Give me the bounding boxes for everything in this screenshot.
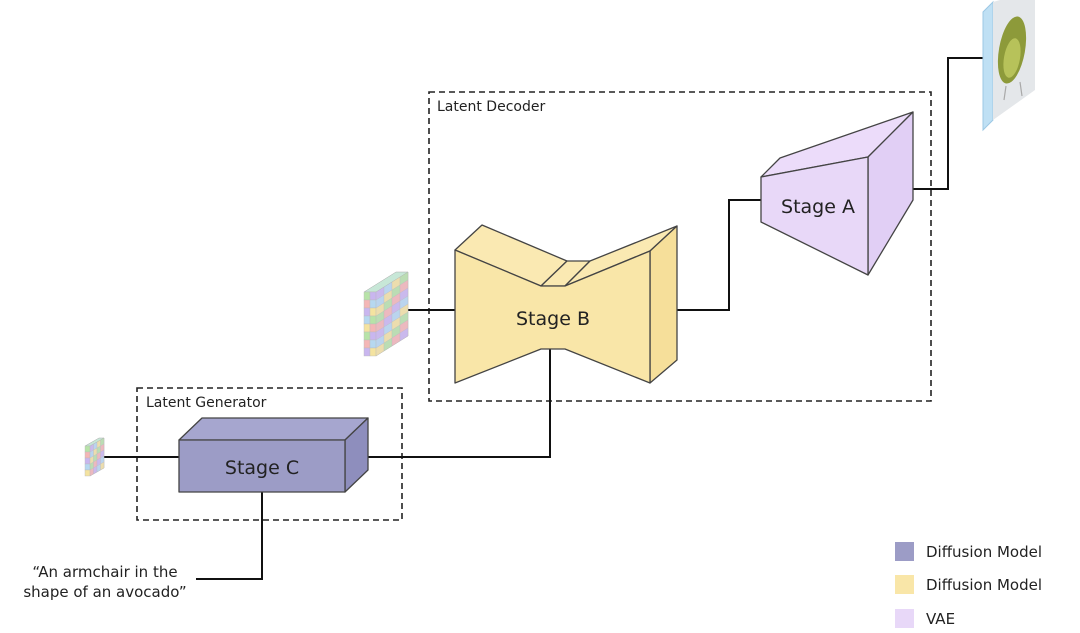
stage-a-label: Stage A: [781, 196, 855, 218]
latent-tile: [84, 451, 91, 459]
latent-tile: [369, 299, 377, 309]
stage-c-block: Stage C: [178, 417, 369, 493]
latent-generator-border: [136, 387, 403, 521]
latent-tile: [363, 299, 371, 309]
output-image-edge: [982, 0, 994, 132]
stage-a-block: Stage A: [760, 111, 914, 276]
latent-tile: [369, 291, 377, 301]
latent-tile: [369, 323, 377, 333]
latent-decoder-label: Latent Decoder: [437, 99, 545, 115]
latent-tile: [363, 307, 371, 317]
legend-label-diffusion-b: Diffusion Model: [926, 576, 1042, 594]
stage-c-front-face: [178, 439, 346, 493]
latent-tile: [363, 291, 371, 301]
latent-tile: [369, 315, 377, 325]
chair-leg: [1019, 81, 1023, 97]
latent-tile: [363, 339, 371, 349]
latent-side-tile: [399, 327, 409, 342]
latent-grid-small: [84, 437, 105, 477]
latent-generator-group: Latent Generator: [136, 387, 403, 521]
latent-decoder-border: [428, 91, 932, 402]
avocado-chair-seat: [1003, 38, 1021, 78]
legend-swatch-vae: [895, 609, 914, 628]
legend-swatch-diffusion-c: [895, 542, 914, 561]
latent-tile: [363, 331, 371, 341]
legend-label-vae: VAE: [926, 610, 955, 628]
latent-generator-label: Latent Generator: [146, 395, 267, 411]
stage-c-label: Stage C: [225, 457, 299, 479]
latent-grid-large: [363, 271, 409, 357]
edge-stage-a-to-output: [895, 57, 983, 190]
legend: Diffusion Model Diffusion Model VAE: [895, 542, 1042, 628]
prompt-text-line-1: “An armchair in the: [32, 563, 177, 581]
latent-tile: [363, 323, 371, 333]
edge-prompt-to-stage-c: [196, 492, 263, 580]
latent-tile: [84, 469, 91, 477]
latent-decoder-group: Latent Decoder: [428, 91, 932, 402]
prompt-text-line-2: shape of an avocado”: [23, 583, 186, 601]
stage-c-top-face: [178, 417, 369, 441]
legend-label-diffusion-c: Diffusion Model: [926, 543, 1042, 561]
chair-leg: [1003, 85, 1007, 101]
latent-tile: [369, 339, 377, 349]
stage-b-side-face: [649, 225, 678, 384]
latent-tile: [369, 347, 377, 357]
stage-b-front-face: [454, 249, 651, 384]
output-image: [982, 0, 1035, 132]
latent-tile: [369, 307, 377, 317]
latent-tile: [369, 331, 377, 341]
latent-tile: [363, 315, 371, 325]
latent-tile: [84, 457, 91, 465]
stage-b-label: Stage B: [516, 308, 590, 330]
latent-tile: [363, 347, 371, 357]
latent-side-tile: [100, 461, 105, 471]
stage-a-front-face: [760, 156, 869, 276]
latent-tile: [84, 445, 91, 453]
latent-tile: [84, 463, 91, 471]
stage-b-block: Stage B: [454, 224, 678, 384]
edge-stage-b-to-stage-a: [664, 199, 761, 311]
legend-swatch-diffusion-b: [895, 575, 914, 594]
edge-stage-c-to-stage-b: [358, 349, 551, 458]
